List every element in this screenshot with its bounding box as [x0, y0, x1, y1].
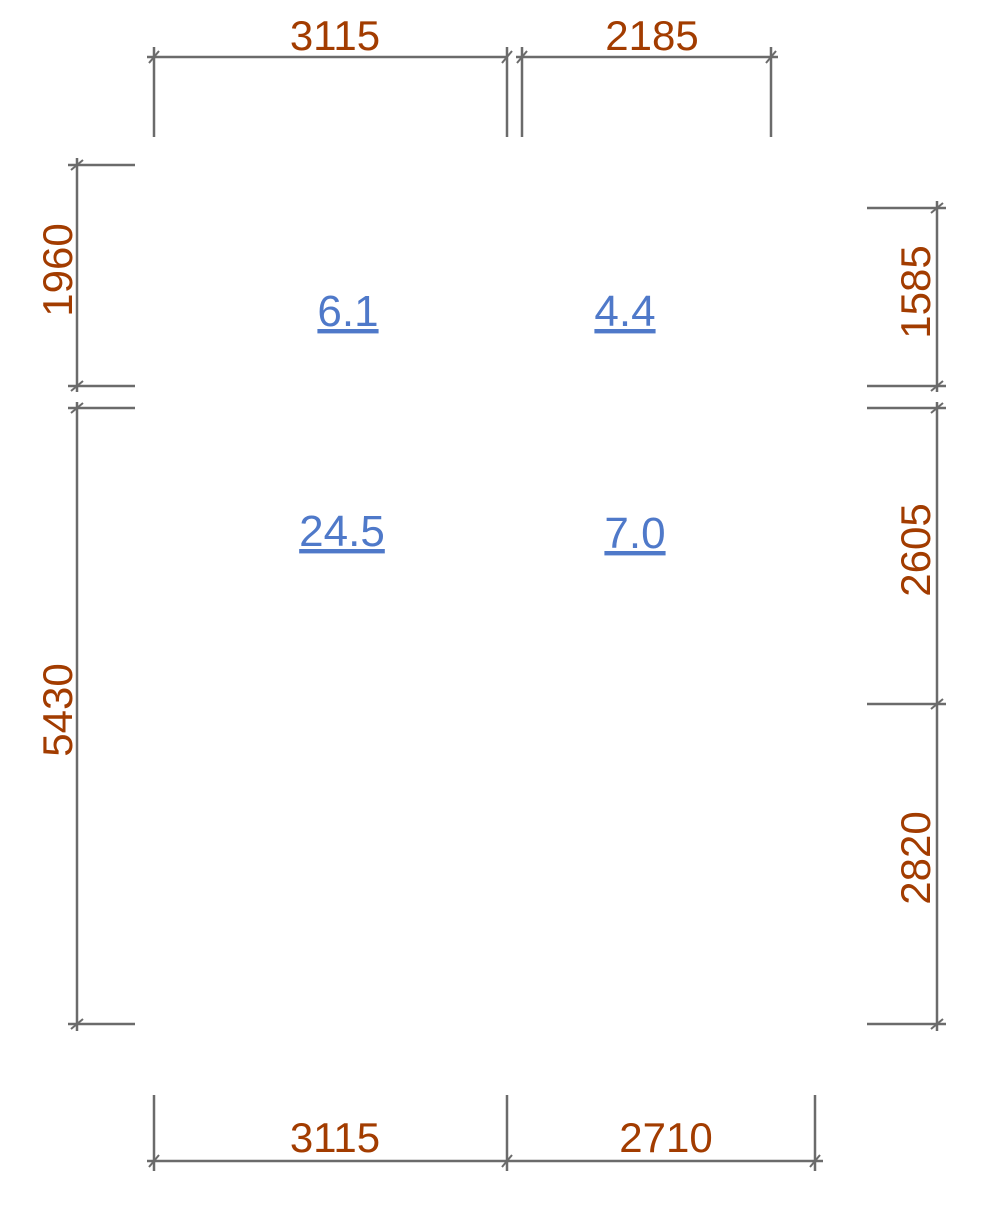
room-area-labels: 6.1 4.4 24.5 7.0: [299, 287, 665, 558]
room-area-bottom-left[interactable]: 24.5: [299, 507, 385, 556]
left-dimension-chain: 1960 5430: [34, 158, 135, 1031]
left-dimension-1: 1960: [34, 223, 81, 316]
top-dimension-1: 3115: [290, 12, 380, 59]
room-area-top-left[interactable]: 6.1: [317, 287, 378, 336]
top-dimension-chain: 3115 2185: [147, 12, 778, 137]
bottom-dimension-1: 3115: [290, 1114, 380, 1161]
room-area-bottom-right[interactable]: 7.0: [604, 509, 665, 558]
right-dimension-2: 2605: [892, 503, 939, 596]
right-dimension-chain: 1585 2605 2820: [867, 201, 946, 1031]
room-area-top-right[interactable]: 4.4: [594, 287, 655, 336]
right-dimension-3: 2820: [892, 811, 939, 904]
right-dimension-1: 1585: [892, 245, 939, 338]
top-dimension-2: 2185: [605, 12, 698, 59]
left-dimension-2: 5430: [34, 663, 81, 756]
bottom-dimension-chain: 3115 2710: [147, 1095, 823, 1171]
bottom-dimension-2: 2710: [619, 1114, 712, 1161]
